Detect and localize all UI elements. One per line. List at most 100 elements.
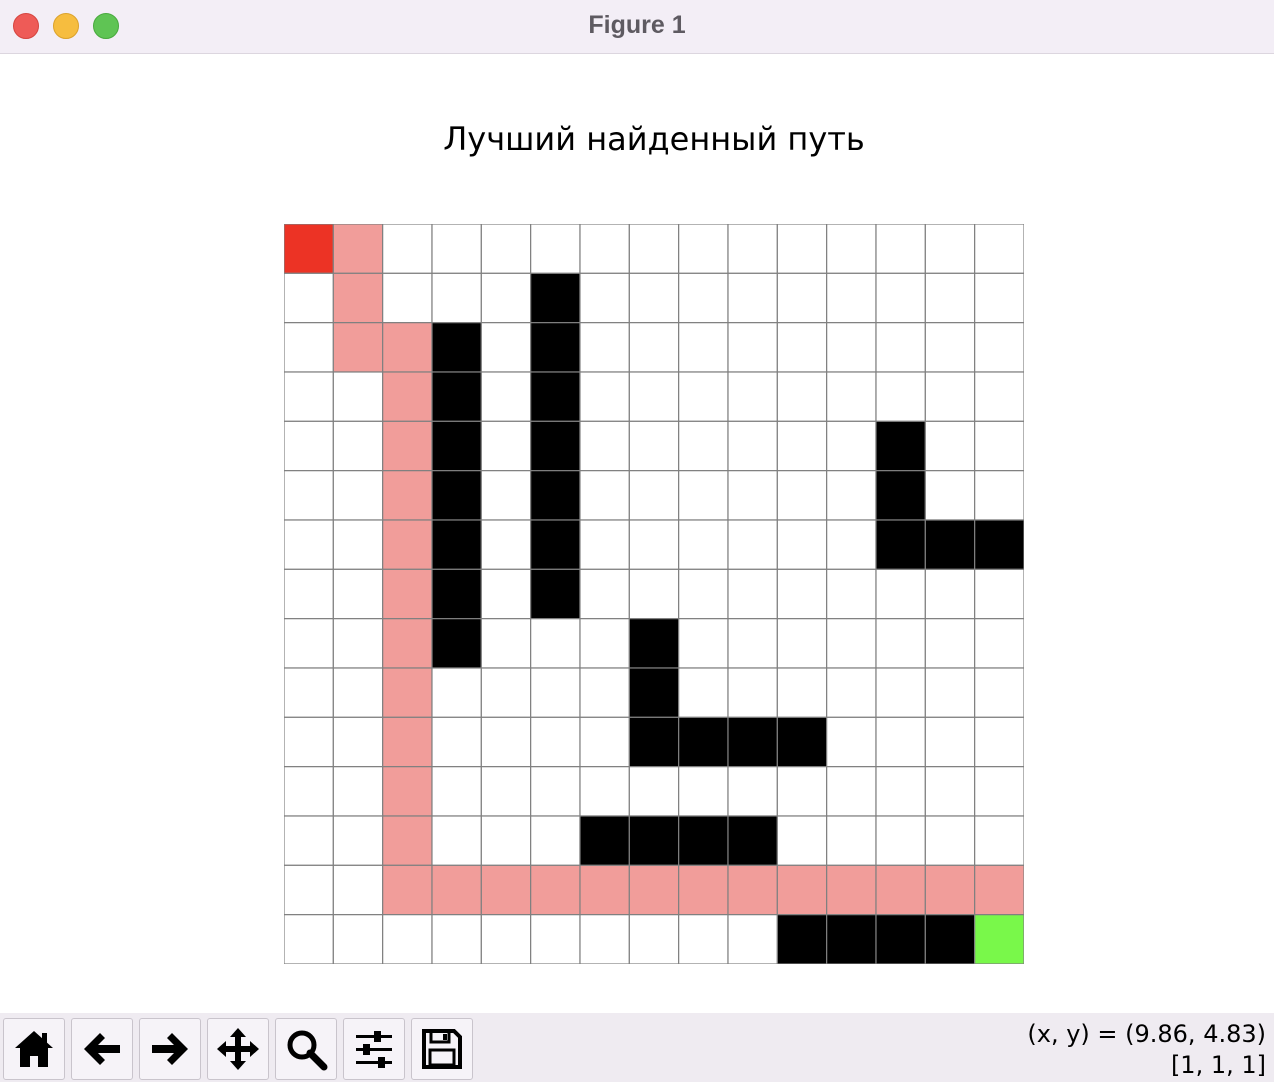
grid-cell-path: [431, 864, 482, 916]
close-window-button[interactable]: [13, 13, 39, 39]
grid-cell-free: [678, 766, 729, 817]
grid-cell-free: [875, 618, 926, 669]
grid-cell-wall: [431, 420, 482, 472]
magnifier-icon: [287, 1030, 328, 1071]
grid-cell-free: [579, 322, 630, 373]
grid-cell-free: [579, 272, 630, 324]
back-button[interactable]: [71, 1018, 133, 1080]
arrow-left-icon: [84, 1033, 120, 1065]
home-icon: [15, 1031, 53, 1067]
window-title: Figure 1: [588, 11, 686, 39]
grid-cell-free: [284, 519, 334, 570]
grid-cell-free: [480, 815, 532, 866]
grid-cell-wall: [875, 470, 926, 521]
grid-cell-free: [431, 667, 482, 718]
grid-cell-free: [530, 914, 581, 964]
forward-button[interactable]: [139, 1018, 201, 1080]
grid-cell-free: [924, 371, 976, 422]
pixel-value-readout: [1, 1, 1]: [1170, 1051, 1266, 1079]
grid-cell-free: [924, 568, 976, 620]
configure-subplots-button[interactable]: [343, 1018, 405, 1080]
grid-cell-free: [776, 568, 828, 620]
zoom-window-button[interactable]: [93, 13, 119, 39]
grid-cell-free: [974, 371, 1024, 422]
zoom-button[interactable]: [275, 1018, 337, 1080]
grid-cell-free: [332, 519, 384, 570]
grid-cell-free: [579, 568, 630, 620]
grid-cell-free: [727, 667, 778, 718]
grid-cell-free: [332, 815, 384, 866]
grid-cell-free: [480, 420, 532, 472]
navigation-toolbar: (x, y) = (9.86, 4.83) [1, 1, 1]: [0, 1013, 1274, 1082]
grid-cell-wall: [628, 667, 680, 718]
grid-cell-free: [530, 618, 581, 669]
grid-cell-free: [826, 371, 877, 422]
grid-cell-free: [727, 420, 778, 472]
grid-cell-wall: [431, 519, 482, 570]
grid-cell-path: [924, 864, 976, 916]
grid-cell-free: [678, 568, 729, 620]
grid-cell-free: [678, 272, 729, 324]
grid-cell-free: [974, 815, 1024, 866]
grid-cell-free: [382, 914, 433, 964]
grid-cell-free: [924, 420, 976, 472]
grid-cell-wall: [776, 914, 828, 964]
grid-cell-free: [530, 766, 581, 817]
grid-cell-free: [628, 224, 680, 274]
grid-cell-free: [480, 224, 532, 274]
grid-cell-free: [284, 815, 334, 866]
grid-cell-free: [727, 766, 778, 817]
grid-cell-free: [480, 766, 532, 817]
home-button[interactable]: [3, 1018, 65, 1080]
grid-cell-path: [382, 371, 433, 422]
grid-cell-free: [284, 667, 334, 718]
grid-cell-free: [875, 568, 926, 620]
grid-cell-free: [431, 766, 482, 817]
figure-canvas[interactable]: Лучший найденный путь: [0, 55, 1274, 1013]
grid-cell-free: [579, 371, 630, 422]
grid-cell-free: [826, 815, 877, 866]
grid-cell-wall: [875, 519, 926, 570]
grid-cell-path: [332, 322, 384, 373]
grid-cell-free: [974, 716, 1024, 768]
grid-cell-free: [579, 224, 630, 274]
grid-cell-free: [579, 766, 630, 817]
grid-cell-free: [480, 470, 532, 521]
grid-cell-free: [776, 322, 828, 373]
grid-cell-free: [284, 618, 334, 669]
grid-cell-path: [382, 618, 433, 669]
grid-cell-free: [332, 716, 384, 768]
minimize-window-button[interactable]: [53, 13, 79, 39]
grid-cell-free: [628, 322, 680, 373]
grid-cell-free: [628, 470, 680, 521]
grid-cell-free: [284, 568, 334, 620]
grid-cell-wall: [579, 815, 630, 866]
grid-cell-wall: [431, 618, 482, 669]
grid-cell-wall: [431, 568, 482, 620]
grid-cell-path: [332, 224, 384, 274]
move-icon: [217, 1028, 259, 1070]
grid-cell-free: [924, 322, 976, 373]
grid-cell-wall: [727, 716, 778, 768]
grid-cell-free: [332, 618, 384, 669]
grid-cell-free: [727, 470, 778, 521]
grid-cell-free: [727, 322, 778, 373]
grid-cell-free: [332, 864, 384, 916]
grid-cell-path: [382, 470, 433, 521]
grid-cell-free: [480, 519, 532, 570]
pan-button[interactable]: [207, 1018, 269, 1080]
grid-cell-free: [678, 224, 729, 274]
grid-cell-free: [727, 519, 778, 570]
grid-cell-free: [678, 914, 729, 964]
grid-cell-wall: [530, 519, 581, 570]
grid-cell-free: [924, 618, 976, 669]
grid-cell-free: [628, 420, 680, 472]
grid-cell-start: [284, 224, 334, 274]
grid-cell-free: [826, 618, 877, 669]
grid-cell-wall: [974, 519, 1024, 570]
save-button[interactable]: [411, 1018, 473, 1080]
grid-cell-free: [628, 371, 680, 422]
grid-cell-free: [826, 568, 877, 620]
grid-cell-wall: [530, 568, 581, 620]
grid-cell-free: [826, 470, 877, 521]
